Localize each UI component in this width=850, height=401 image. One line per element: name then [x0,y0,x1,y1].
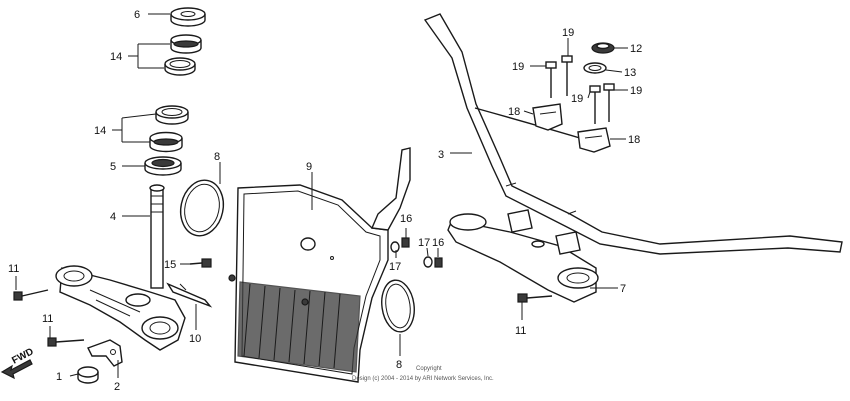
ring-8-lower[interactable] [379,278,418,334]
bolt-15[interactable] [189,258,212,268]
copyright-line-2: Design (c) 2004 - 2014 by ARI Network Se… [352,376,494,382]
leader-lines [15,13,628,378]
callout-3: 3 [438,149,444,161]
callout-14a: 14 [110,51,122,63]
bottom-bridge[interactable] [55,265,186,351]
callout-1: 1 [56,371,62,383]
washer-17a[interactable] [390,241,400,253]
callout-14b: 14 [94,125,106,137]
callout-8a: 8 [214,151,220,163]
callout-13: 13 [624,67,636,79]
lower-race-14[interactable] [155,105,189,125]
callout-11b: 11 [42,313,53,325]
callout-18a: 18 [508,106,520,118]
callout-7: 7 [620,283,626,295]
bolt-19d[interactable] [603,83,615,122]
washer-13[interactable] [583,62,607,74]
steering-stem-4[interactable] [149,184,165,289]
callout-5: 5 [110,161,116,173]
ring-8-upper[interactable] [176,176,229,240]
callout-15: 15 [164,259,176,271]
callout-19c: 19 [571,93,583,105]
top-bridge-7[interactable] [447,209,599,303]
callout-11c: 11 [515,325,526,337]
callout-10: 10 [189,333,201,345]
bracket-10[interactable] [166,282,213,308]
dust-seal-5[interactable] [144,156,182,176]
copyright-line-1: Copyright [416,366,442,372]
upper-bearing-14[interactable] [170,34,202,54]
callout-18b: 18 [628,134,640,146]
callout-16b: 16 [432,237,444,249]
upper-race-14[interactable] [164,57,196,76]
callout-8b: 8 [396,359,402,371]
bolt-19b[interactable] [561,55,573,96]
fwd-arrow-icon: FWD [0,346,36,380]
bolt-11c[interactable] [517,293,553,303]
nut-16a[interactable] [401,237,410,248]
stem-nut-6[interactable] [170,7,206,27]
bracket-2[interactable] [87,339,123,367]
callout-16a: 16 [400,213,412,225]
callout-2: 2 [114,381,120,393]
callout-17a: 17 [389,261,401,273]
washer-17b[interactable] [423,256,433,268]
number-plate-9[interactable] [228,147,411,383]
callout-19b: 19 [562,27,574,39]
callout-11a: 11 [8,263,19,275]
callout-labels: 6 14 14 5 4 8 9 3 11 11 1 2 15 10 8 16 1… [8,9,642,393]
callout-19a: 19 [512,61,524,73]
grommet-1[interactable] [77,366,99,384]
callout-4: 4 [110,211,116,223]
plate-mesh [237,281,361,373]
nut-16b[interactable] [434,257,443,268]
callout-19d: 19 [630,85,642,97]
callout-12: 12 [630,43,642,55]
callout-17b: 17 [418,237,430,249]
bolt-11a[interactable] [13,289,49,301]
cap-12[interactable] [591,42,615,54]
bolt-19a[interactable] [545,61,557,98]
callout-9: 9 [306,161,312,173]
holder-18a[interactable] [532,103,563,131]
lower-bearing-14[interactable] [149,131,183,153]
callout-6: 6 [134,9,140,21]
bolt-19c[interactable] [589,85,601,124]
holder-18b[interactable] [577,127,611,153]
bolt-11b[interactable] [47,337,85,347]
